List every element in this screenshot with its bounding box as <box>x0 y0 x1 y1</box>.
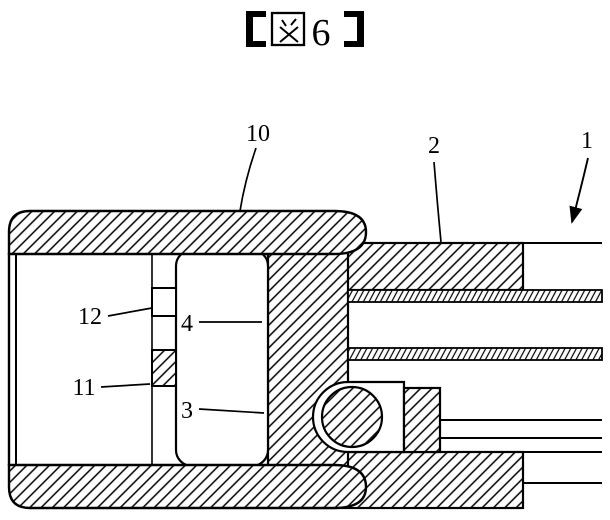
inner-pipe-lower-wall <box>347 347 603 361</box>
figure-number: 6 <box>312 12 331 54</box>
figure-title-graphic: 6 <box>246 11 364 54</box>
title-bracket-right-icon <box>344 11 364 47</box>
leader-line-11 <box>100 383 151 388</box>
label-part-2: 2 <box>428 133 440 159</box>
ball-element <box>320 385 384 449</box>
label-part-12: 12 <box>78 304 102 330</box>
cap-bottom-band <box>7 463 368 510</box>
leader-line-10 <box>239 147 257 212</box>
leader-arrow-1 <box>569 157 589 224</box>
inner-pipe-walls <box>347 289 603 361</box>
inner-pipe-upper-wall <box>347 289 603 303</box>
sleeve-part-4 <box>174 248 270 468</box>
label-part-4: 4 <box>181 311 193 337</box>
leader-line-2 <box>433 161 442 243</box>
label-part-10: 10 <box>246 121 270 147</box>
title-bracket-left-icon <box>246 11 266 47</box>
kanji-zu-glyph-icon <box>270 11 306 47</box>
retainer-block <box>402 386 442 454</box>
label-part-3: 3 <box>181 398 193 424</box>
label-part-1: 1 <box>581 128 593 154</box>
leader-line-3 <box>198 408 265 414</box>
reference-numerals: 10 2 1 12 4 11 3 <box>72 121 593 424</box>
leader-line-12 <box>107 307 153 317</box>
seal-block-part-11 <box>151 349 177 387</box>
cap-interior <box>151 248 270 468</box>
pipe-outline-lines <box>440 241 602 485</box>
cap-section <box>7 209 368 510</box>
leader-lines <box>100 147 589 414</box>
cap-top-band <box>7 209 368 256</box>
label-part-11: 11 <box>72 375 95 401</box>
insert-block-part-12 <box>151 287 177 317</box>
